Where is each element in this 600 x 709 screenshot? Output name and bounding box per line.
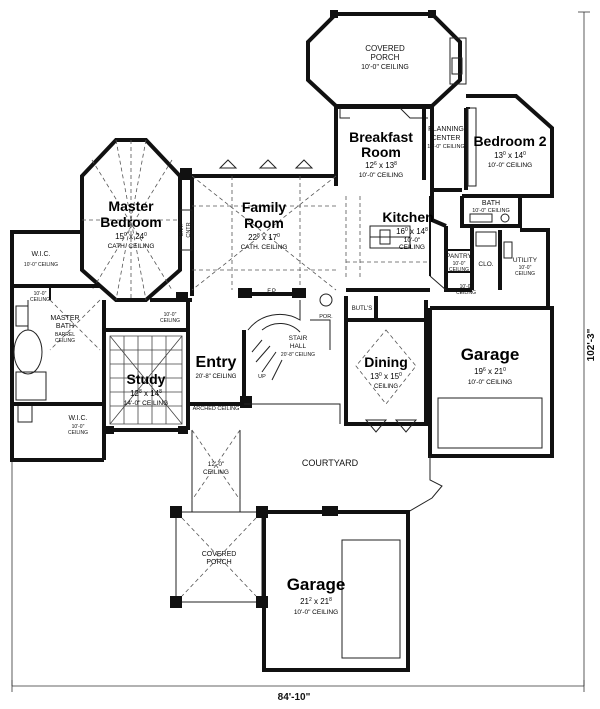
dining-room	[344, 296, 428, 433]
fp-top-label: F.P.	[267, 289, 277, 295]
hall-ceiling2: CEILING	[160, 318, 180, 324]
master-bath-label: MASTER	[50, 315, 79, 322]
breakfast-ceiling: 10'-0" CEILING	[359, 172, 403, 179]
family-title2: Room	[244, 215, 284, 231]
kitchen-area	[334, 182, 447, 292]
family-dim: 228 x 170	[248, 233, 280, 242]
ent-cntr-label: ENT.	[179, 224, 185, 236]
bedroom2-ceiling: 10'-0" CEILING	[488, 162, 532, 169]
wic-bottom-label: W.I.C.	[68, 415, 87, 422]
utility-ceiling2: CEILING	[515, 271, 535, 277]
breakfast-dim: 126 x 138	[365, 161, 397, 170]
entry-title: Entry	[196, 354, 237, 371]
bath-ceiling: 10'-0" CEILING	[472, 208, 510, 214]
mb-small-ceiling: 10'-0"	[34, 291, 47, 297]
hall-right-ceiling: 10'-0"	[460, 284, 473, 290]
garage-bottom	[262, 510, 410, 672]
master-bedroom-dim: 150 x 240	[115, 232, 147, 241]
gallery-ceiling: 12'-0"	[208, 461, 225, 468]
master-bedroom-title2: Bedroom	[100, 214, 161, 230]
gallery-ceiling2: CEILING	[203, 469, 229, 476]
kitchen-ceiling2: CEILING	[399, 244, 425, 251]
arched-ceiling: ARCHED CEILING	[193, 406, 240, 412]
utility-label: UTILITY	[513, 257, 538, 264]
garage-bottom-ceiling: 10'-0" CEILING	[294, 609, 338, 616]
entry-zone	[104, 292, 333, 434]
family-ceiling: CATH. CEILING	[241, 244, 288, 251]
breakfast-title2: Room	[361, 144, 401, 160]
garage-bottom-title: Garage	[287, 575, 346, 594]
overall-width: 84'-10"	[278, 692, 311, 703]
master-bedroom-ceiling: CATH. CEILING	[108, 243, 155, 250]
wic-bottom-ceiling2: CEILING	[68, 430, 88, 436]
garage-right-ceiling: 10'-0" CEILING	[468, 379, 512, 386]
porch-top-label: COVERED	[365, 44, 405, 53]
bath-label: BATH	[482, 200, 500, 207]
master-bedroom-title: Master	[108, 198, 154, 214]
master-bath-label2: BATH	[56, 323, 74, 330]
kitchen-ceiling: 10'-0"	[404, 237, 421, 244]
entry-ceiling: 20'-8" CEILING	[196, 374, 237, 380]
stair-label2: HALL	[290, 343, 307, 350]
porch-bottom-label2: PORCH	[206, 559, 231, 566]
dimension-lines	[11, 11, 590, 692]
study-dim: 128 x 148	[130, 389, 162, 398]
garage-bottom-dim: 212 x 218	[300, 597, 332, 606]
study-ceiling: 14'-0" CEILING	[124, 400, 168, 407]
kitchen-title: Kitchen	[382, 209, 433, 225]
hall-ceiling: 10'-0"	[164, 312, 177, 318]
dining-dim: 130 x 150	[370, 372, 402, 381]
wic-top-ceiling: 10'-0" CEILING	[24, 262, 58, 268]
master-bath-ceiling: BARREL	[55, 332, 75, 338]
garage-right	[428, 306, 554, 458]
butls-label: BUTL'S	[352, 306, 372, 312]
planning-label2: CENTER	[432, 135, 461, 142]
clo-label: CLO.	[478, 261, 493, 268]
porch-top-ceiling: 10'-0" CEILING	[361, 64, 409, 71]
pantry-label: PANTRY	[446, 253, 472, 260]
dining-title: Dining	[364, 354, 408, 370]
hall-right-ceiling2: CEILING	[456, 290, 476, 296]
pantry-ceiling2: CEILING	[449, 267, 469, 273]
planning-label: PLANNING	[428, 126, 464, 133]
porch-bottom-label: COVERED	[202, 551, 237, 558]
covered-porch-top: COVERED PORCH 10'-0" CEILING	[306, 10, 467, 108]
garage-right-dim: 196 x 210	[474, 367, 506, 376]
breakfast-title: Breakfast	[349, 129, 413, 145]
dining-ceiling: CEILING	[374, 384, 398, 390]
courtyard-label: COURTYARD	[302, 458, 359, 468]
porch-top-label2: PORCH	[371, 53, 400, 62]
stair-ceiling: 20'-8" CEILING	[281, 352, 315, 358]
stair-up: UP	[258, 374, 266, 380]
study-title: Study	[127, 371, 166, 387]
planning-ceiling: 10'-0" CEILING	[427, 144, 465, 150]
pantry-ceiling: 10'-0"	[453, 261, 466, 267]
wic-top-label: W.I.C.	[31, 251, 50, 258]
garage-right-title: Garage	[461, 345, 520, 364]
stair-label: STAIR	[289, 335, 308, 342]
kitchen-dim: 160 x 148	[396, 227, 428, 236]
mb-small-ceiling2: CEILING	[30, 297, 50, 303]
ent-cntr-label2: CNTR	[186, 222, 192, 237]
overall-depth: 102'-3"	[586, 328, 597, 361]
bedroom2-title: Bedroom 2	[473, 133, 546, 149]
por-label: POR.	[319, 314, 333, 320]
utility-ceiling: 10'-0"	[519, 265, 532, 271]
bedroom2-dim: 130 x 140	[494, 151, 526, 160]
family-title: Family	[242, 199, 287, 215]
master-bath-ceiling2: CEILING	[55, 338, 75, 344]
wic-bottom-ceiling: 10'-0"	[72, 424, 85, 430]
master-bedroom	[80, 138, 193, 302]
